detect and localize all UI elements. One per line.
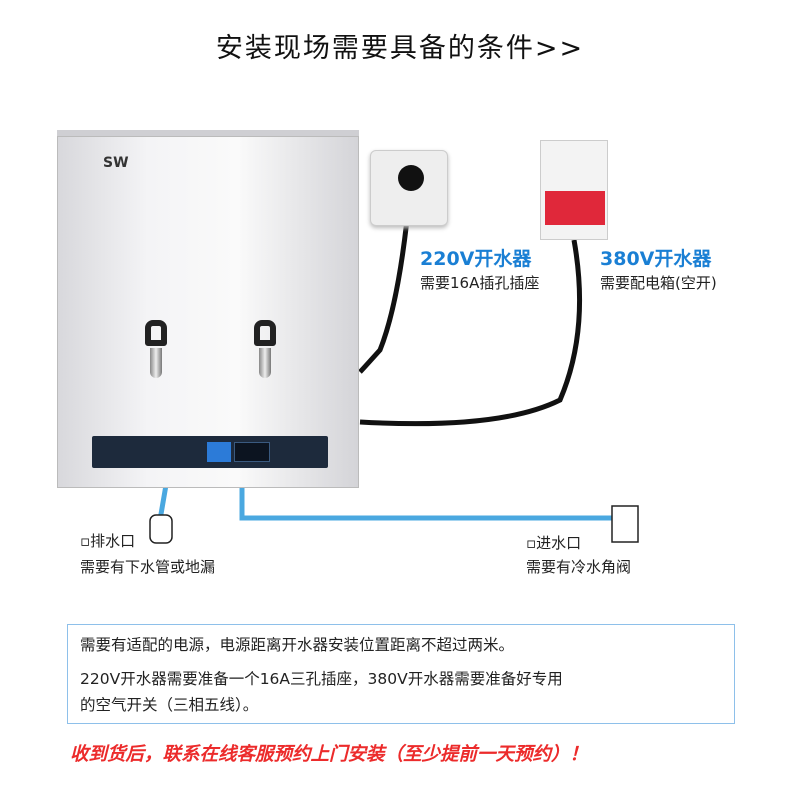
- page-title: 安装现场需要具备的条件>>: [215, 33, 585, 64]
- info-box: 需要有适配的电源，电源距离开水器安装位置距离不超过两米。 220V开水器需要准备…: [67, 624, 735, 724]
- circuit-breaker: [540, 140, 608, 240]
- heater-top: [57, 130, 359, 140]
- label-220v-title: 220V开水器: [420, 248, 532, 270]
- inlet-valve: [611, 505, 639, 543]
- info-line-3: 的空气开关（三相五线）。: [80, 696, 259, 714]
- label-380v-desc: 需要配电箱(空开): [600, 274, 717, 292]
- install-notice: 收到货后，联系在线客服预约上门安装（至少提前一天预约）！: [70, 744, 589, 765]
- wall-socket: [370, 150, 448, 226]
- drain-title: ▫排水口: [80, 532, 136, 550]
- inlet-pipe: [239, 485, 612, 521]
- cable-380v: [359, 239, 583, 427]
- label-380v-title: 380V开水器: [600, 248, 712, 270]
- drain-desc: 需要有下水管或地漏: [80, 558, 216, 576]
- cable-220v: [358, 189, 413, 374]
- tap-left: [145, 320, 167, 380]
- inlet-desc: 需要有冷水角阀: [526, 558, 632, 576]
- drain-pipe: [157, 484, 169, 521]
- inlet-title: ▫进水口: [526, 534, 582, 552]
- water-heater: SW: [57, 136, 359, 488]
- info-line-1: 需要有适配的电源，电源距离开水器安装位置距离不超过两米。: [80, 636, 515, 654]
- brand-logo: SW: [103, 155, 129, 171]
- control-panel: [92, 436, 328, 468]
- tap-right: [254, 320, 276, 380]
- drain-fitting: [149, 514, 173, 544]
- label-220v-desc: 需要16A插孔插座: [420, 274, 540, 292]
- info-line-2: 220V开水器需要准备一个16A三孔插座，380V开水器需要准备好专用: [80, 670, 563, 688]
- plug-icon: [398, 165, 424, 191]
